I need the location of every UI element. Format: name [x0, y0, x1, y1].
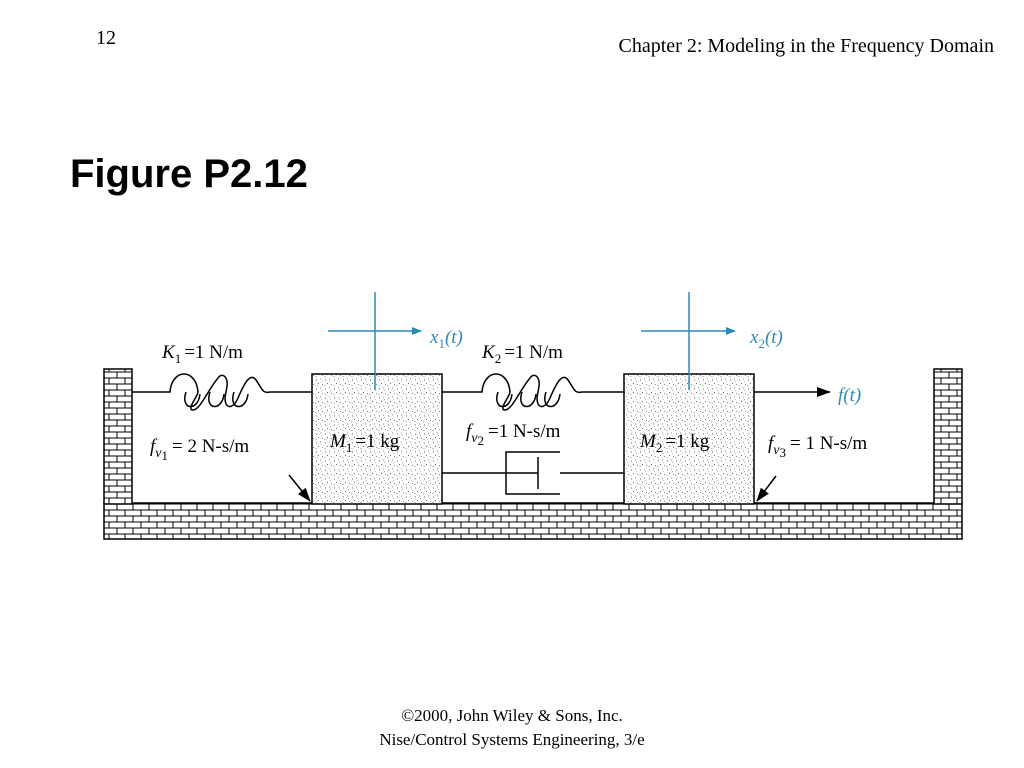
footer: ©2000, John Wiley & Sons, Inc. Nise/Cont…	[0, 704, 1024, 752]
footer-book-title: Nise/Control Systems Engineering, 3/e	[379, 730, 645, 749]
fv2-label: fv2=1 N-s/m	[466, 421, 561, 448]
fv1-pointer-arrow	[288, 474, 311, 502]
x1-label: x1(t)	[429, 327, 463, 351]
m1-label: M1=1 kg	[329, 431, 400, 455]
fv3-label: fv3= 1 N-s/m	[768, 433, 867, 460]
footer-copyright: ©2000, John Wiley & Sons, Inc.	[401, 706, 623, 725]
left-wall	[103, 368, 133, 505]
chapter-title: Chapter 2: Modeling in the Frequency Dom…	[618, 35, 994, 57]
right-wall	[933, 368, 963, 505]
x1-displacement-marker	[328, 292, 422, 390]
fv1-label: fv1= 2 N-s/m	[150, 436, 249, 463]
page-number: 12	[96, 27, 116, 49]
mass-1-block	[311, 373, 443, 505]
force-label: f(t)	[838, 385, 861, 406]
k2-label: K2=1 N/m	[481, 342, 563, 366]
x2-label: x2(t)	[749, 327, 783, 351]
damper-fv2	[442, 451, 624, 495]
mass-2-block	[623, 373, 755, 505]
fv3-pointer-arrow	[756, 475, 777, 502]
x2-displacement-marker	[641, 292, 736, 390]
m2-label: M2=1 kg	[639, 431, 710, 455]
spring-k2	[442, 373, 624, 411]
ground	[103, 502, 963, 540]
spring-k1	[132, 373, 312, 411]
figure-title: Figure P2.12	[70, 152, 308, 196]
k1-label: K1=1 N/m	[161, 342, 243, 366]
